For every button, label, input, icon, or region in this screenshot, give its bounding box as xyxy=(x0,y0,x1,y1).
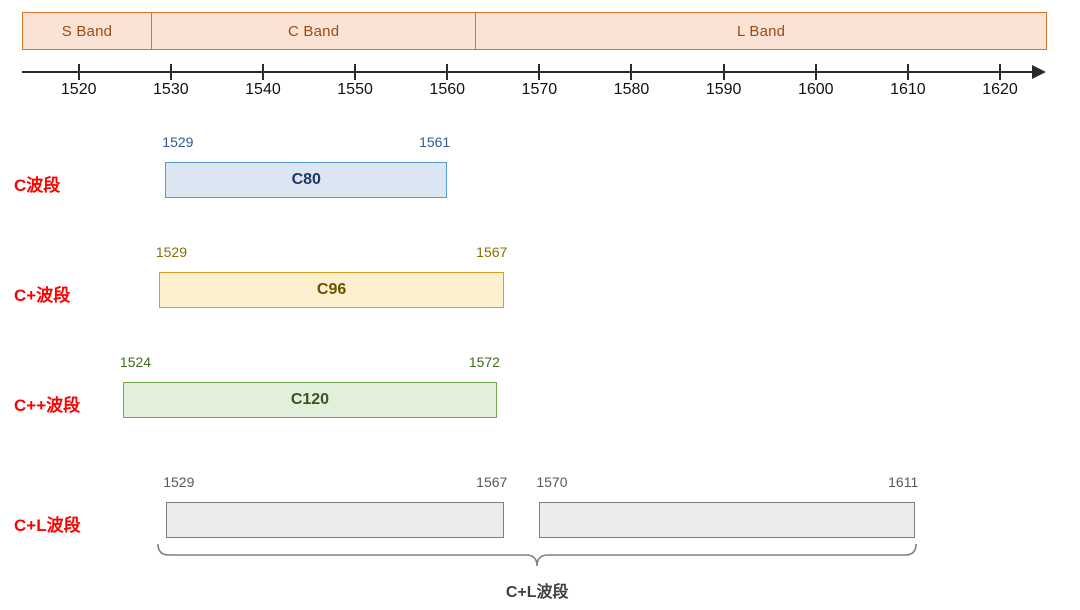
brace-label: C+L波段 xyxy=(505,584,569,601)
band-segment-label: C Band xyxy=(288,22,340,40)
segment-start-label: 1529 xyxy=(155,244,187,260)
segment-name: C120 xyxy=(290,391,330,408)
axis-line xyxy=(22,71,1034,73)
axis-tick-label: 1560 xyxy=(429,81,466,98)
band-segment-l-band: L Band xyxy=(476,13,1046,49)
segment-end-label: 1567 xyxy=(476,474,508,490)
group-brace xyxy=(156,542,918,576)
row-label: C+波段 xyxy=(14,286,71,305)
band-segment-label: S Band xyxy=(61,22,113,40)
segment-box-c80: C80 xyxy=(165,162,448,198)
axis-tick-label: 1540 xyxy=(245,81,281,98)
axis-tick xyxy=(814,64,817,80)
axis-tick-label: 1530 xyxy=(153,81,189,98)
band-segment-c-band: C Band xyxy=(152,13,477,49)
axis-tick xyxy=(354,64,357,80)
row-label: C++波段 xyxy=(14,396,81,415)
segment-end-label: 1611 xyxy=(888,474,919,490)
segment-end-label: 1561 xyxy=(419,134,451,150)
band-segment-s-band: S Band xyxy=(23,13,152,49)
band-row: C波段 C80 1529 1561 xyxy=(0,134,1080,208)
segment-name: C80 xyxy=(291,171,321,188)
axis-tick-label: 1610 xyxy=(890,81,926,98)
axis-tick-label: 1590 xyxy=(705,81,742,98)
segment-box-c120: C120 xyxy=(122,382,497,418)
axis-tick-label: 1620 xyxy=(982,81,1018,98)
band-row: C+波段 C96 1529 1567 xyxy=(0,244,1080,318)
axis-tick xyxy=(999,64,1001,80)
row-label: C波段 xyxy=(14,176,61,195)
band-row: C++波段 C120 1524 1572 xyxy=(0,354,1080,428)
axis-tick xyxy=(446,64,449,80)
axis-tick xyxy=(261,64,264,80)
brace-path xyxy=(157,543,918,567)
axis-tick xyxy=(906,64,909,80)
segment-start-label: 1529 xyxy=(163,474,195,490)
axis-tick-label: 1550 xyxy=(337,81,373,98)
axis-tick xyxy=(722,64,725,80)
segment-end-label: 1567 xyxy=(476,244,508,260)
axis-tick xyxy=(77,64,80,80)
segment-box-c96: C96 xyxy=(158,272,505,308)
axis-tick-label: 1520 xyxy=(60,81,97,98)
axis-tick-label: 1570 xyxy=(521,81,558,98)
axis-tick-label: 1600 xyxy=(797,81,834,98)
axis-arrow-icon xyxy=(1032,65,1046,79)
row-label: C+L波段 xyxy=(14,516,81,535)
band-segment-label: L Band xyxy=(737,22,786,40)
segment-box xyxy=(539,502,916,538)
segment-start-label: 1524 xyxy=(119,354,152,370)
segment-start-label: 1570 xyxy=(536,474,568,490)
axis-tick xyxy=(538,64,541,80)
axis-tick xyxy=(169,64,172,80)
segment-name: C96 xyxy=(316,281,347,298)
band-bar: S Band C Band L Band xyxy=(22,12,1047,50)
segment-end-label: 1572 xyxy=(468,354,500,370)
axis-tick xyxy=(630,64,633,80)
axis-tick-label: 1580 xyxy=(613,81,650,98)
segment-start-label: 1529 xyxy=(162,134,194,150)
segment-box xyxy=(166,502,505,538)
